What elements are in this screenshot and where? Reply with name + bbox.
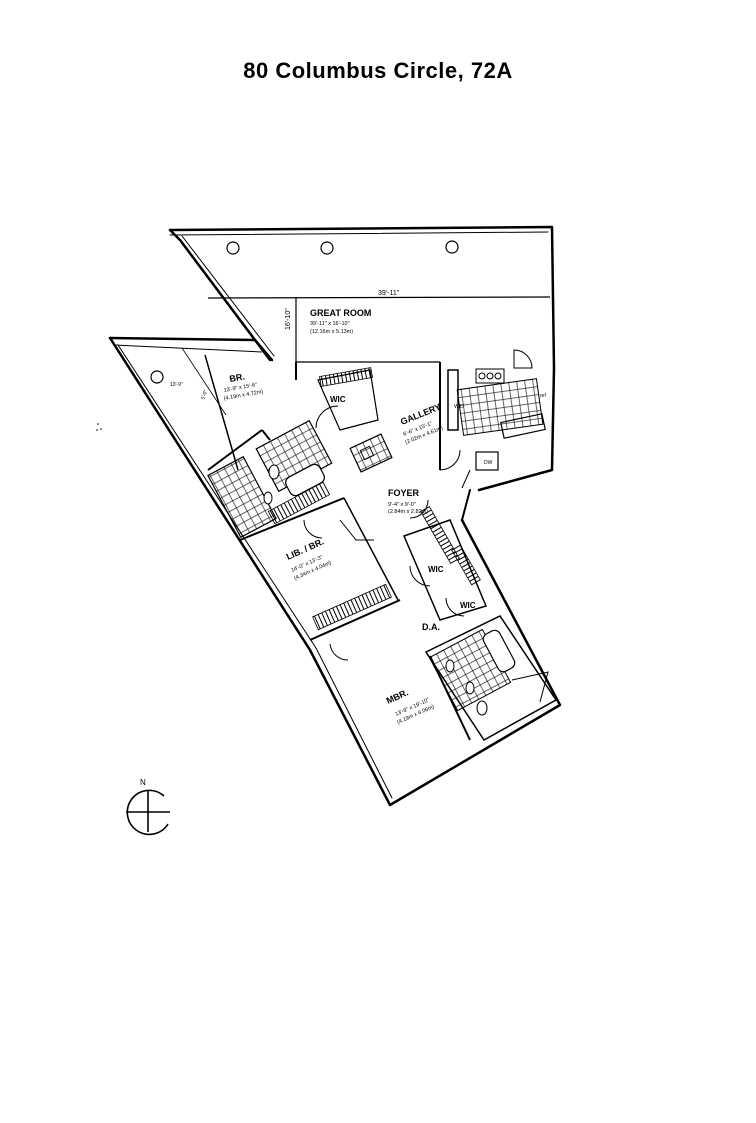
great-room-metric: (12.16m x 5.13m)	[310, 329, 353, 335]
gallery: GALLERY 6'-6" x 15'-1" (2.02m x 4.61m)	[399, 402, 471, 489]
kitchen: W/D ref DW	[447, 349, 546, 471]
column-marker	[226, 241, 240, 255]
wic-1-label: WIC	[330, 395, 346, 404]
great-room: 39'-11" 16'-10" GREAT ROOM 39'-11" x 16'…	[207, 240, 551, 470]
kitchen-door	[513, 349, 533, 369]
bedroom-name: BR.	[229, 371, 246, 384]
bedroom-depth-label: 5'-0"	[200, 389, 209, 401]
column-marker	[320, 241, 334, 255]
great-room-dims: 39'-11" x 16'-10"	[310, 321, 350, 327]
wic-3-label: WIC	[460, 601, 476, 610]
foyer-dims: 9'-4" x 9'-0"	[388, 502, 416, 508]
north-compass: N	[126, 778, 170, 836]
great-room-width-label: 39'-11"	[378, 290, 400, 297]
great-room-name: GREAT ROOM	[310, 308, 371, 318]
master-bath	[424, 615, 558, 741]
bedroom-dims: 13'-9" x 15'-6"	[223, 382, 257, 394]
foyer-metric: (2.84m x 2.82m)	[388, 509, 428, 515]
washer-dryer-label: W/D	[454, 404, 464, 410]
foyer-name: FOYER	[388, 488, 420, 498]
wic-2-label: WIC	[428, 565, 444, 574]
bedroom-width-label: 13'-9"	[170, 382, 183, 388]
column-marker	[445, 240, 459, 254]
page-title: 80 Columbus Circle, 72A	[243, 58, 513, 83]
master-bedroom: MBR. 13'-9" x 19'-10" (4.19m x 6.06m)	[385, 687, 436, 725]
fridge-label: ref	[540, 393, 546, 399]
exterior-walls	[108, 225, 562, 807]
dishwasher-label: DW	[484, 460, 493, 466]
bath-west	[207, 419, 333, 539]
compass-north-label: N	[140, 778, 146, 787]
master-name: MBR.	[385, 687, 410, 705]
foyer: FOYER 9'-4" x 9'-0" (2.84m x 2.82m)	[349, 433, 429, 519]
da-name: D.A.	[422, 622, 440, 632]
gallery-name: GALLERY	[399, 402, 442, 427]
closets-center: WIC WIC D.A.	[402, 505, 488, 632]
great-room-depth-label: 16'-10"	[285, 308, 292, 330]
